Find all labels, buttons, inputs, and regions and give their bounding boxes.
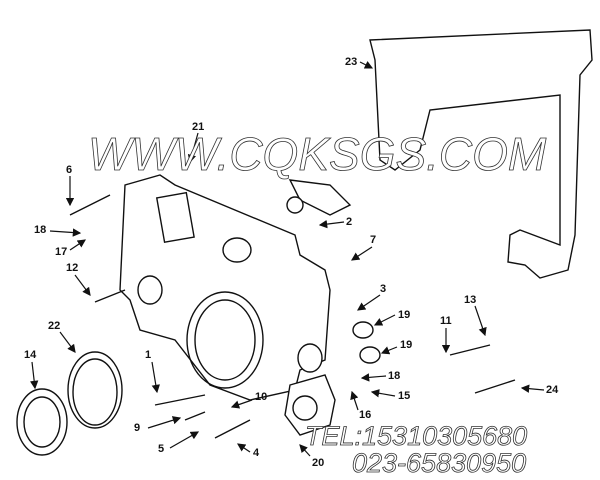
callout-19: 19 (398, 309, 410, 321)
callout-labels: 23 21 6 2 18 17 7 12 3 13 19 22 11 19 1 … (24, 56, 559, 469)
callout-10: 10 (255, 391, 267, 403)
watermark-website: WWW.CQKSGS.COM (88, 128, 547, 180)
callout-24: 24 (546, 384, 559, 396)
callout-18b: 18 (388, 370, 400, 382)
watermark-tel: TEL:15310305680 (305, 421, 527, 451)
callout-9: 9 (134, 422, 140, 434)
callout-11: 11 (440, 315, 452, 327)
callout-17: 17 (55, 246, 67, 258)
callout-21: 21 (192, 121, 204, 133)
callout-2: 2 (346, 216, 352, 228)
callout-18: 18 (34, 224, 46, 236)
callout-3: 3 (380, 283, 386, 295)
callout-6: 6 (66, 164, 72, 176)
callout-14: 14 (24, 349, 37, 361)
callout-7: 7 (370, 234, 376, 246)
housing-bore (186, 291, 264, 389)
callout-19b: 19 (400, 339, 412, 351)
callout-13: 13 (464, 294, 476, 306)
watermark-phone: 023-65830950 (352, 448, 526, 478)
callout-15: 15 (398, 390, 410, 402)
callout-1: 1 (145, 349, 151, 361)
callout-4: 4 (253, 447, 260, 459)
gasket-part (369, 29, 593, 279)
callout-5: 5 (158, 443, 164, 455)
callout-20: 20 (312, 457, 324, 469)
callout-22: 22 (48, 320, 60, 332)
callout-23: 23 (345, 56, 357, 68)
callout-12: 12 (66, 262, 78, 274)
callout-16: 16 (359, 409, 371, 421)
